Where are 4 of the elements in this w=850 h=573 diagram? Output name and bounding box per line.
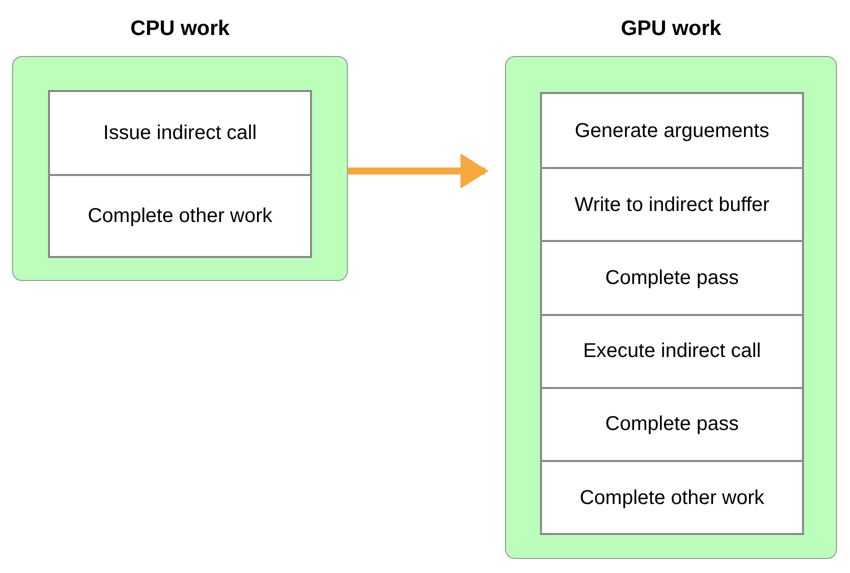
panel-heading: CPU work [129,16,231,42]
arrow [348,154,488,188]
panel-heading: GPU work [620,16,722,42]
step-row: Write to indirect buffer [542,167,802,240]
